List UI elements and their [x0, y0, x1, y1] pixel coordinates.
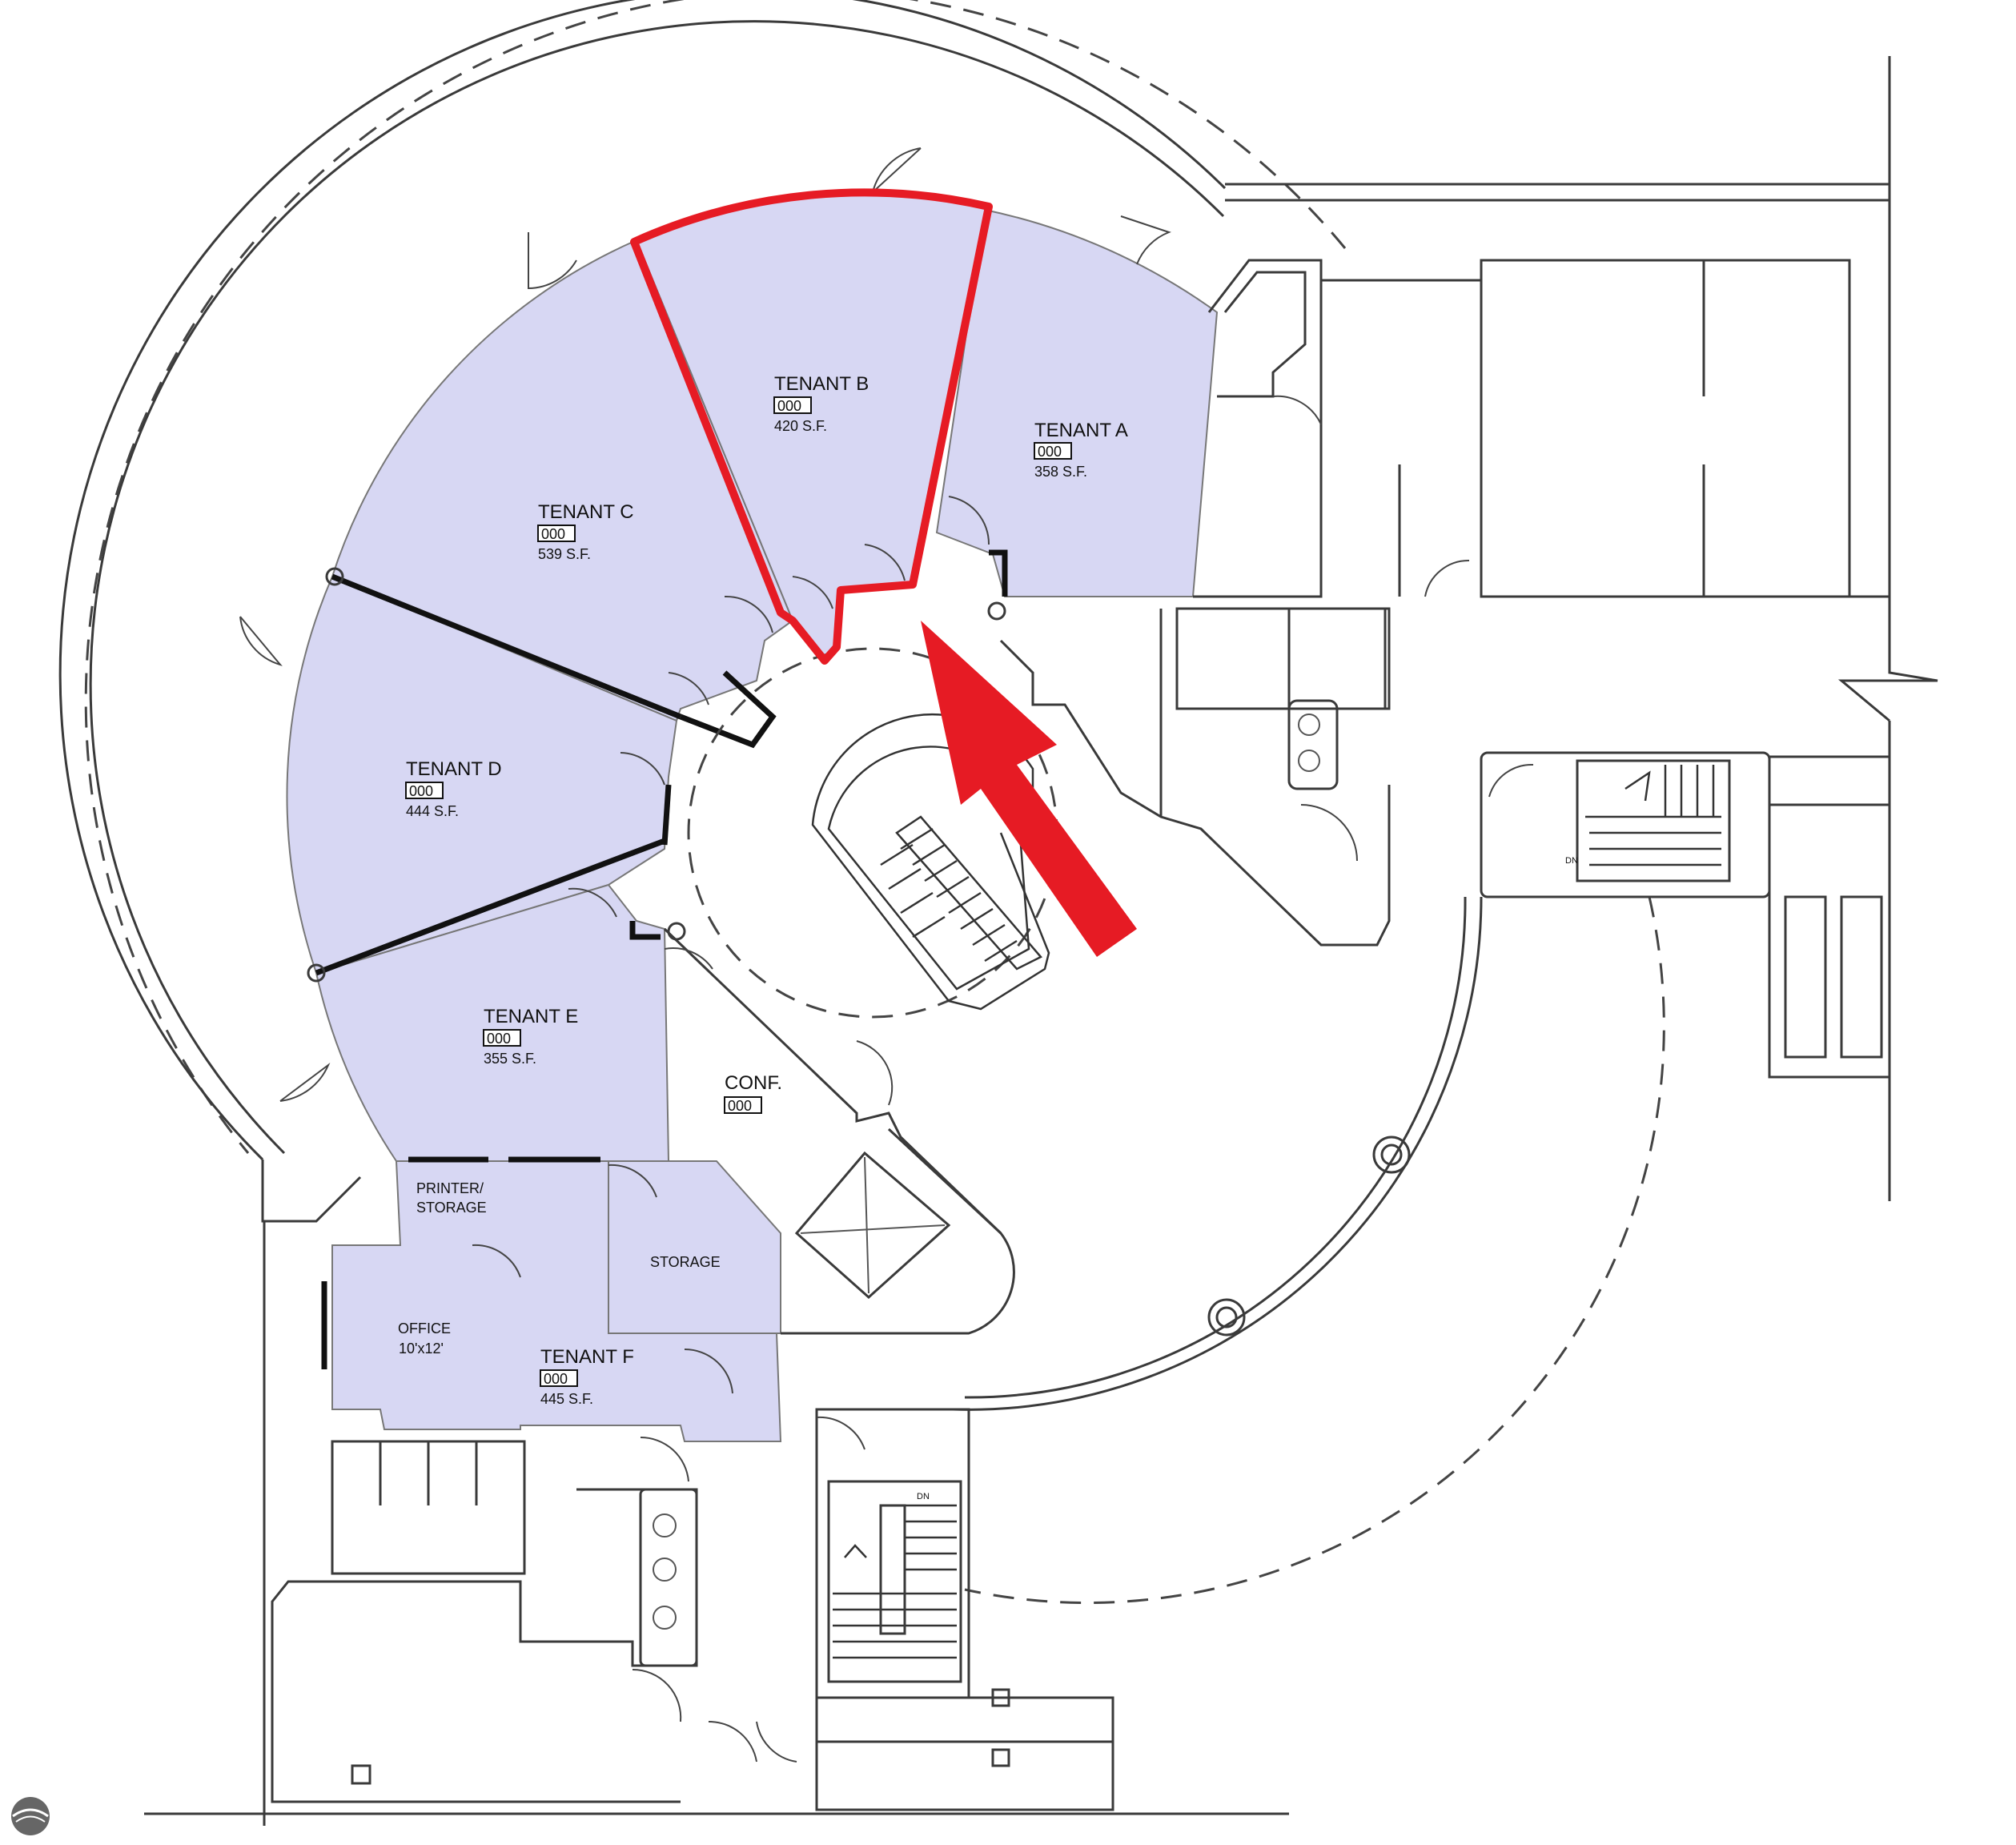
column — [307, 963, 326, 983]
outer-curved-wall — [58, 0, 1227, 1161]
east-corridor-curved-wall — [952, 896, 1483, 1411]
tenant-c-tag: 000 — [541, 526, 565, 542]
tenant-f-tag: 000 — [544, 1371, 568, 1387]
elevator — [794, 1151, 951, 1300]
east-core-walls — [999, 56, 1938, 1201]
tenant-a-entry-wall — [989, 549, 1008, 597]
tenant-d-tag: 000 — [409, 783, 433, 799]
column — [1380, 1144, 1403, 1166]
demising-wall-d-e — [315, 838, 666, 976]
east-corridor-curved-wall-2 — [964, 896, 1467, 1399]
tenant-b-tag-box — [773, 396, 812, 414]
column — [1372, 1136, 1411, 1174]
conf-tag-box — [724, 1096, 762, 1114]
tenant-c-entry-wall — [679, 670, 777, 749]
tenant-d-name: TENANT D — [406, 758, 502, 780]
elevator-lobby-wall — [781, 1128, 1015, 1335]
south-stair — [815, 1408, 1114, 1811]
tenant-e-tag-box — [483, 1029, 521, 1047]
tenant-a-name: TENANT A — [1034, 420, 1128, 441]
tenant-e-area-text: 355 S.F. — [484, 1051, 536, 1067]
printer-storage-label-line1: PRINTER/ — [416, 1180, 484, 1196]
tenant-b-name: TENANT B — [774, 373, 869, 395]
tenant-e-entry-wall — [629, 921, 661, 940]
tenant-f-area-text: 445 S.F. — [540, 1391, 593, 1407]
tenant-b-area-text: 420 S.F. — [774, 418, 827, 434]
conf-tag: 000 — [728, 1098, 752, 1114]
south-stair-down-label: DN — [917, 1492, 930, 1501]
conf-room-wall — [663, 927, 1002, 1235]
printer-storage-label-line2: STORAGE — [416, 1200, 487, 1216]
tenant-a-area-text: 358 S.F. — [1034, 464, 1087, 480]
outer-curved-wall-inner — [89, 20, 1225, 1155]
tenant-c-name: TENANT C — [538, 501, 634, 523]
tenant-a-tag: 000 — [1038, 444, 1062, 460]
tenant-f-name: TENANT F — [540, 1346, 634, 1368]
tenant-e-tag: 000 — [487, 1031, 511, 1047]
demising-wall-c-d — [331, 573, 682, 720]
west-core-walls — [261, 1160, 698, 1826]
tenant-c-area-text: 539 S.F. — [538, 546, 591, 562]
column — [325, 567, 344, 586]
tenant-d-area-text: 444 S.F. — [406, 803, 459, 819]
conf-room-name: CONF. — [725, 1072, 782, 1094]
tenant-a-area — [935, 208, 1219, 597]
east-stair — [1480, 751, 1891, 1079]
storage-area — [608, 1160, 781, 1334]
column — [987, 601, 1006, 621]
column — [667, 922, 686, 941]
column — [1215, 1306, 1238, 1328]
tenant-e-name: TENANT E — [484, 1006, 578, 1027]
tenant-d-entry-wall — [661, 784, 672, 846]
tenant-c-tag-box — [537, 525, 576, 542]
canopy-arc-line — [84, 0, 1347, 1154]
office-label: OFFICE — [398, 1320, 451, 1337]
office-size-label: 10'x12' — [399, 1341, 444, 1357]
east-canopy-arc-line — [964, 896, 1665, 1605]
door-swings — [239, 147, 1534, 1763]
tenant-b-pointer-arrow — [921, 621, 1137, 957]
tenant-d-tag-box — [405, 782, 444, 799]
storage-label: STORAGE — [650, 1254, 721, 1270]
tenant-b-highlight-outline — [630, 188, 993, 665]
tenant-a-tag-box — [1034, 442, 1072, 460]
watermark-logo — [11, 1797, 50, 1835]
east-stair-down-label: DN — [1565, 856, 1578, 866]
tenant-f-tag-box — [540, 1369, 578, 1387]
column — [1207, 1298, 1246, 1337]
grand-stair — [811, 713, 1050, 1011]
tenant-b-tag: 000 — [777, 398, 801, 414]
tenant-e-area — [315, 883, 670, 1162]
